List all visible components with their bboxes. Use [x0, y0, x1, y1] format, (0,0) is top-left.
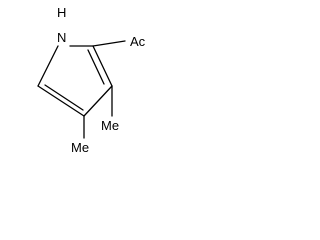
- acetyl-label: Ac: [130, 34, 146, 49]
- bond-c5-c4-double: [44, 84, 84, 111]
- bond-n1-c5: [37, 45, 59, 87]
- bond-c3-c2: [92, 45, 113, 87]
- chemical-structure: H N Ac Me Me: [37, 5, 146, 153]
- methyl-left-label: Me: [71, 140, 89, 153]
- bond-c5-c4: [37, 85, 85, 117]
- nitrogen-label: N: [57, 30, 66, 45]
- bond-c2-ac: [92, 40, 126, 47]
- bond-c3-c2-double: [87, 49, 105, 85]
- bond-c4-c3: [83, 85, 113, 117]
- hydrogen-label: H: [57, 5, 66, 20]
- methyl-right-label: Me: [101, 118, 119, 133]
